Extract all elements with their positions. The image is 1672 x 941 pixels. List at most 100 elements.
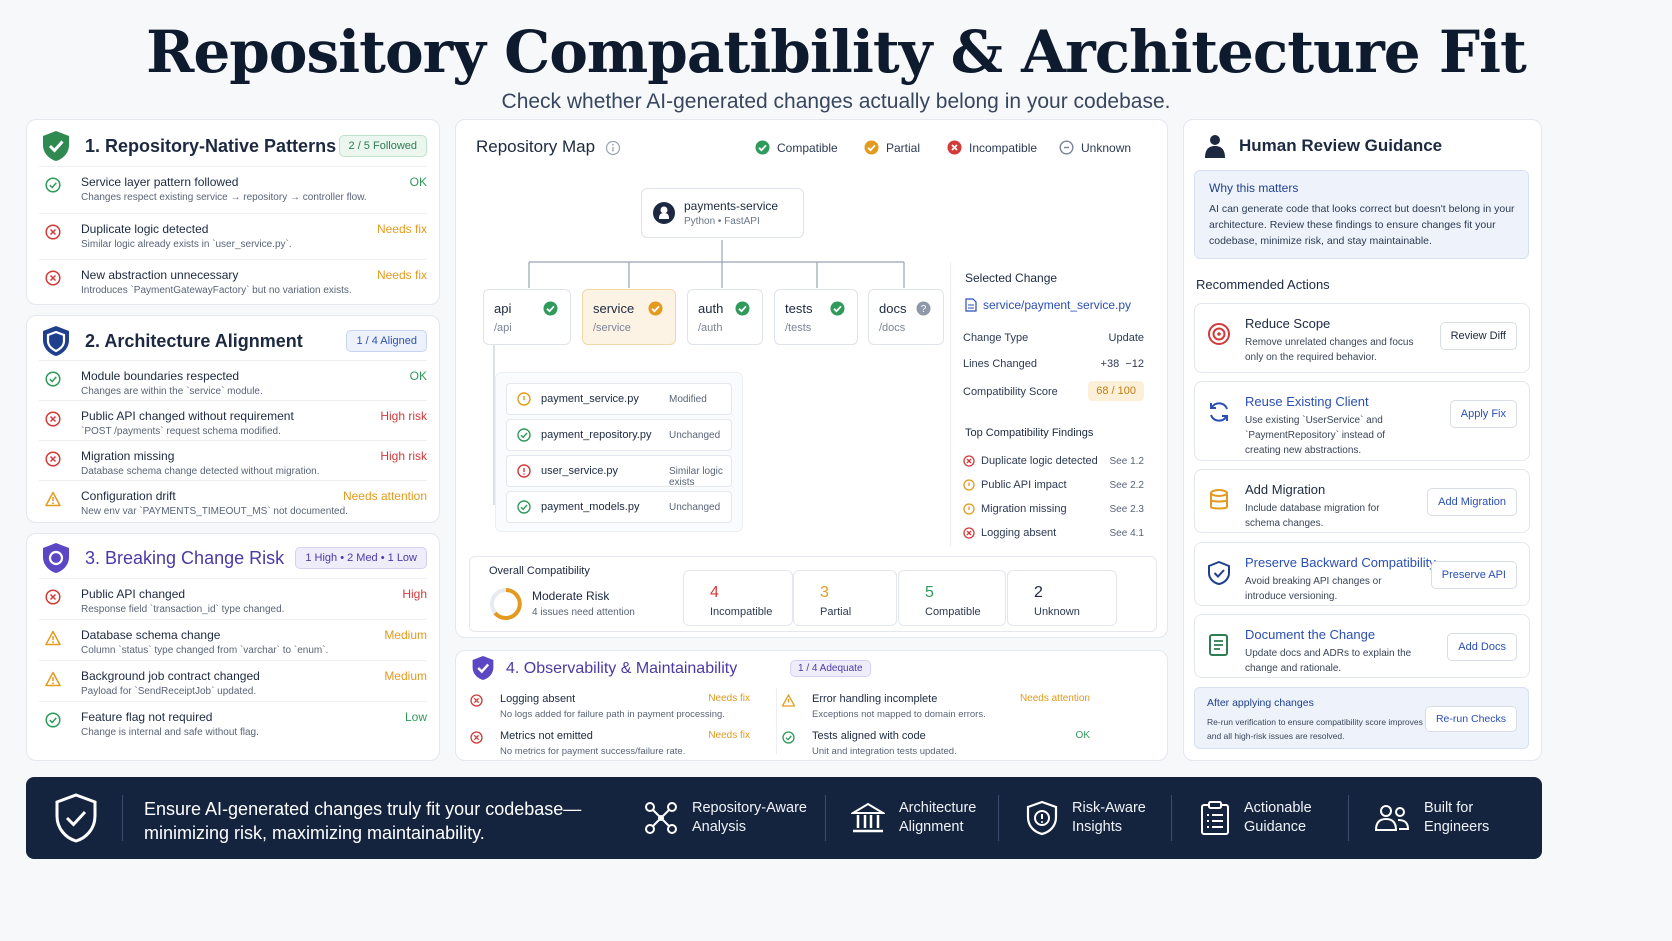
page-title: Repository Compatibility & Architecture … xyxy=(146,18,1527,86)
check-circle-icon xyxy=(782,731,795,744)
selected-file-link[interactable]: service/payment_service.py xyxy=(965,298,1131,312)
preserve-api-button[interactable]: Preserve API xyxy=(1430,561,1517,589)
file-status: Modified xyxy=(669,394,707,405)
item-desc: Change is internal and safe without flag… xyxy=(81,727,259,738)
why-box: Why this matters AI can generate code th… xyxy=(1194,170,1529,259)
status-badge: Needs fix xyxy=(376,222,427,236)
patterns-badge: 2 / 5 Followed xyxy=(338,135,427,157)
repo-map-title: Repository Map xyxy=(476,137,596,156)
module-node-service[interactable]: service/service xyxy=(582,289,676,345)
list-item[interactable]: Module boundaries respected Changes are … xyxy=(39,360,427,400)
building-icon xyxy=(851,802,885,833)
repo-root-node[interactable]: payments-service Python • FastAPI xyxy=(641,188,804,238)
add-migration-button[interactable]: Add Migration xyxy=(1427,488,1517,516)
warning-icon xyxy=(45,491,61,507)
user-icon xyxy=(1205,135,1225,158)
apply-fix-button[interactable]: Apply Fix xyxy=(1449,400,1517,428)
guidance-title: Human Review Guidance xyxy=(1239,136,1443,155)
module-name: service xyxy=(593,301,635,316)
observability-badge: 1 / 4 Adequate xyxy=(790,660,871,677)
breaking-card: 3. Breaking Change Risk 1 High • 2 Med •… xyxy=(26,533,440,761)
after-heading: After applying changes xyxy=(1207,697,1314,709)
list-item[interactable]: Public API changed without requirement `… xyxy=(39,400,427,440)
selected-change-panel: Selected Change service/payment_service.… xyxy=(950,262,1158,547)
item-title: Service layer pattern followed xyxy=(81,175,239,189)
rerun-checks-button[interactable]: Re-run Checks xyxy=(1424,706,1517,732)
x-circle-icon xyxy=(45,411,61,427)
partial-circle-icon xyxy=(963,479,975,491)
action-title: Document the Change xyxy=(1245,627,1376,642)
status-badge: Medium xyxy=(384,628,427,642)
item-title: Feature flag not required xyxy=(81,710,213,724)
item-title: New abstraction unnecessary xyxy=(81,268,239,282)
list-item[interactable]: Service layer pattern followed Changes r… xyxy=(39,166,427,212)
item-desc: Response field `transaction_id` type cha… xyxy=(81,604,285,615)
file-row[interactable]: payment_models.py Unchanged xyxy=(506,491,732,523)
list-item[interactable]: Background job contract changed Payload … xyxy=(39,660,427,701)
patterns-title: 1. Repository-Native Patterns xyxy=(85,135,337,156)
footer-banner: Ensure AI-generated changes truly fit yo… xyxy=(26,777,1542,859)
status-badge: OK xyxy=(409,369,427,383)
module-path: /docs xyxy=(879,322,906,334)
list-item[interactable]: Configuration drift New env var `PAYMENT… xyxy=(39,480,427,520)
list-item[interactable]: Database schema change Column `status` t… xyxy=(39,619,427,660)
partial-circle-icon xyxy=(517,392,531,406)
legend-unknown: Unknown xyxy=(1059,140,1131,155)
file-tree-connector xyxy=(493,345,495,505)
action-desc: Remove unrelated changes and focus only … xyxy=(1245,337,1414,363)
module-node-tests[interactable]: tests/tests xyxy=(774,289,858,345)
module-name: tests xyxy=(785,301,813,316)
check-circle-icon xyxy=(45,712,61,728)
refresh-icon xyxy=(1210,402,1228,422)
repo-tree-connectors xyxy=(528,240,905,288)
review-diff-button[interactable]: Review Diff xyxy=(1439,322,1517,350)
overall-risk: Moderate Risk xyxy=(532,589,610,603)
after-text: Re-run verification to ensure compatibil… xyxy=(1207,717,1423,741)
module-node-api[interactable]: api/api xyxy=(483,289,571,345)
file-name: payment_models.py xyxy=(541,501,640,513)
item-desc: Changes respect existing service → repos… xyxy=(81,192,367,203)
module-name: api xyxy=(494,301,512,316)
partial-circle-icon xyxy=(648,301,663,316)
warning-icon xyxy=(782,694,795,707)
status-badge: High risk xyxy=(380,449,427,463)
selected-heading: Selected Change xyxy=(965,271,1058,285)
action-desc: Include database migration for schema ch… xyxy=(1245,503,1380,529)
module-node-docs[interactable]: docs/docs ? xyxy=(868,289,944,345)
why-text: AI can generate code that looks correct … xyxy=(1209,203,1515,247)
item-title: Background job contract changed xyxy=(81,669,260,683)
overall-heading: Overall Compatibility xyxy=(489,565,590,577)
module-node-auth[interactable]: auth/auth xyxy=(687,289,763,345)
legend-label: Partial xyxy=(886,140,921,155)
question-circle-icon: ? xyxy=(916,301,931,316)
list-item[interactable]: Feature flag not required Change is inte… xyxy=(39,701,427,742)
shield-check-icon xyxy=(1208,561,1230,585)
shield-alert-icon xyxy=(1026,800,1058,836)
item-title: Public API changed without requirement xyxy=(81,409,294,423)
module-path: /api xyxy=(494,322,512,334)
file-status: Unchanged xyxy=(669,502,721,513)
add-docs-button[interactable]: Add Docs xyxy=(1447,633,1517,661)
list-item[interactable]: Duplicate logic detected Similar logic a… xyxy=(39,213,427,259)
alert-circle-icon xyxy=(517,464,531,478)
info-icon[interactable] xyxy=(605,140,621,156)
x-circle-icon xyxy=(45,270,61,286)
list-item[interactable]: Migration missing Database schema change… xyxy=(39,440,427,480)
status-badge: Needs fix xyxy=(376,268,427,282)
list-item[interactable]: New abstraction unnecessary Introduces `… xyxy=(39,259,427,305)
shield-check-icon xyxy=(43,131,69,161)
after-box: After applying changes Re-run verificati… xyxy=(1194,687,1529,749)
list-item[interactable]: Public API changed Response field `trans… xyxy=(39,578,427,619)
